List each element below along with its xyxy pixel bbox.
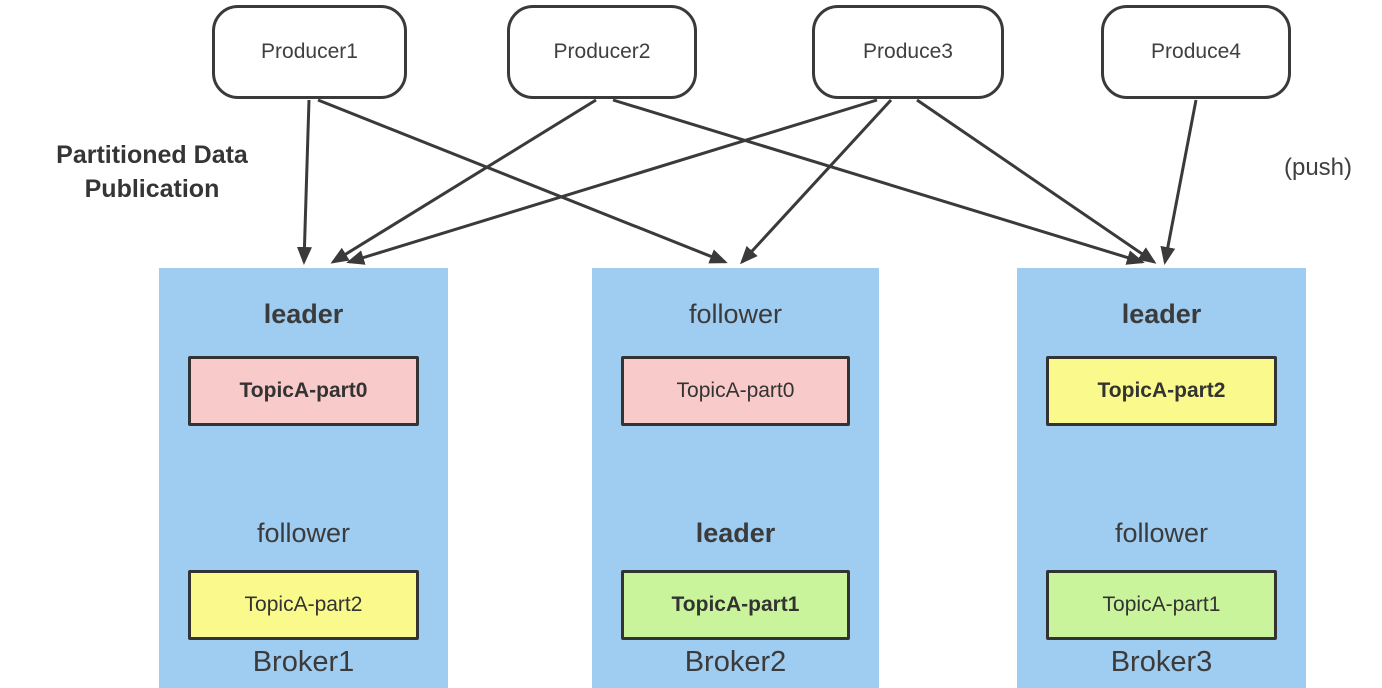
node-producer1: Producer1 <box>212 5 407 99</box>
broker2-slot1-topic: TopicA-part0 <box>621 356 850 426</box>
broker3-slot1-role: leader <box>1121 299 1202 329</box>
broker3-slot2-topic: TopicA-part1 <box>1046 570 1277 640</box>
producer1-label: Producer1 <box>261 40 358 63</box>
broker2-slot1-role: follower <box>688 299 783 329</box>
arrow-produce3-to-broker3 <box>916 98 1157 264</box>
broker2-slot2-role: leader <box>695 518 776 548</box>
node-broker1: leader TopicA-part0 follower TopicA-part… <box>159 268 448 688</box>
arrow-producer1-to-broker1 <box>296 99 312 265</box>
arrow-producer2-to-broker3 <box>612 98 1145 265</box>
broker2-name: Broker2 <box>684 646 787 678</box>
node-produce3: Produce3 <box>812 5 1004 99</box>
node-producer2: Producer2 <box>507 5 697 99</box>
broker1-slot1-role: leader <box>263 299 344 329</box>
broker1-slot2-topic: TopicA-part2 <box>188 570 419 640</box>
broker1-slot1-topic: TopicA-part0 <box>188 356 419 426</box>
broker3-slot1-topic: TopicA-part2 <box>1046 356 1277 426</box>
producer2-label: Producer2 <box>553 40 651 63</box>
broker3-name: Broker3 <box>1110 646 1213 678</box>
arrow-producer2-to-broker1 <box>330 98 597 264</box>
node-broker2: follower TopicA-part0 leader TopicA-part… <box>592 268 879 688</box>
partitioned-data-publication-label: Partitioned Data Publication <box>18 138 286 206</box>
broker1-name: Broker1 <box>252 646 355 678</box>
arrow-produce4-to-broker3 <box>1160 99 1198 265</box>
arrow-produce3-to-broker1 <box>346 98 878 265</box>
side-label-line1: Partitioned Data <box>56 141 248 169</box>
broker1-slot2-role: follower <box>256 518 351 548</box>
broker3-slot2-role: follower <box>1114 518 1209 548</box>
push-annotation: (push) <box>1283 154 1353 181</box>
node-broker3: leader TopicA-part2 follower TopicA-part… <box>1017 268 1306 688</box>
side-label-line2: Publication <box>84 175 220 203</box>
produce3-label: Produce3 <box>863 40 953 63</box>
arrow-producer1-to-broker2 <box>317 98 728 264</box>
node-produce4: Produce4 <box>1101 5 1291 99</box>
arrow-produce3-to-broker2 <box>739 98 893 265</box>
broker2-slot2-topic: TopicA-part1 <box>621 570 850 640</box>
produce4-label: Produce4 <box>1151 40 1241 63</box>
